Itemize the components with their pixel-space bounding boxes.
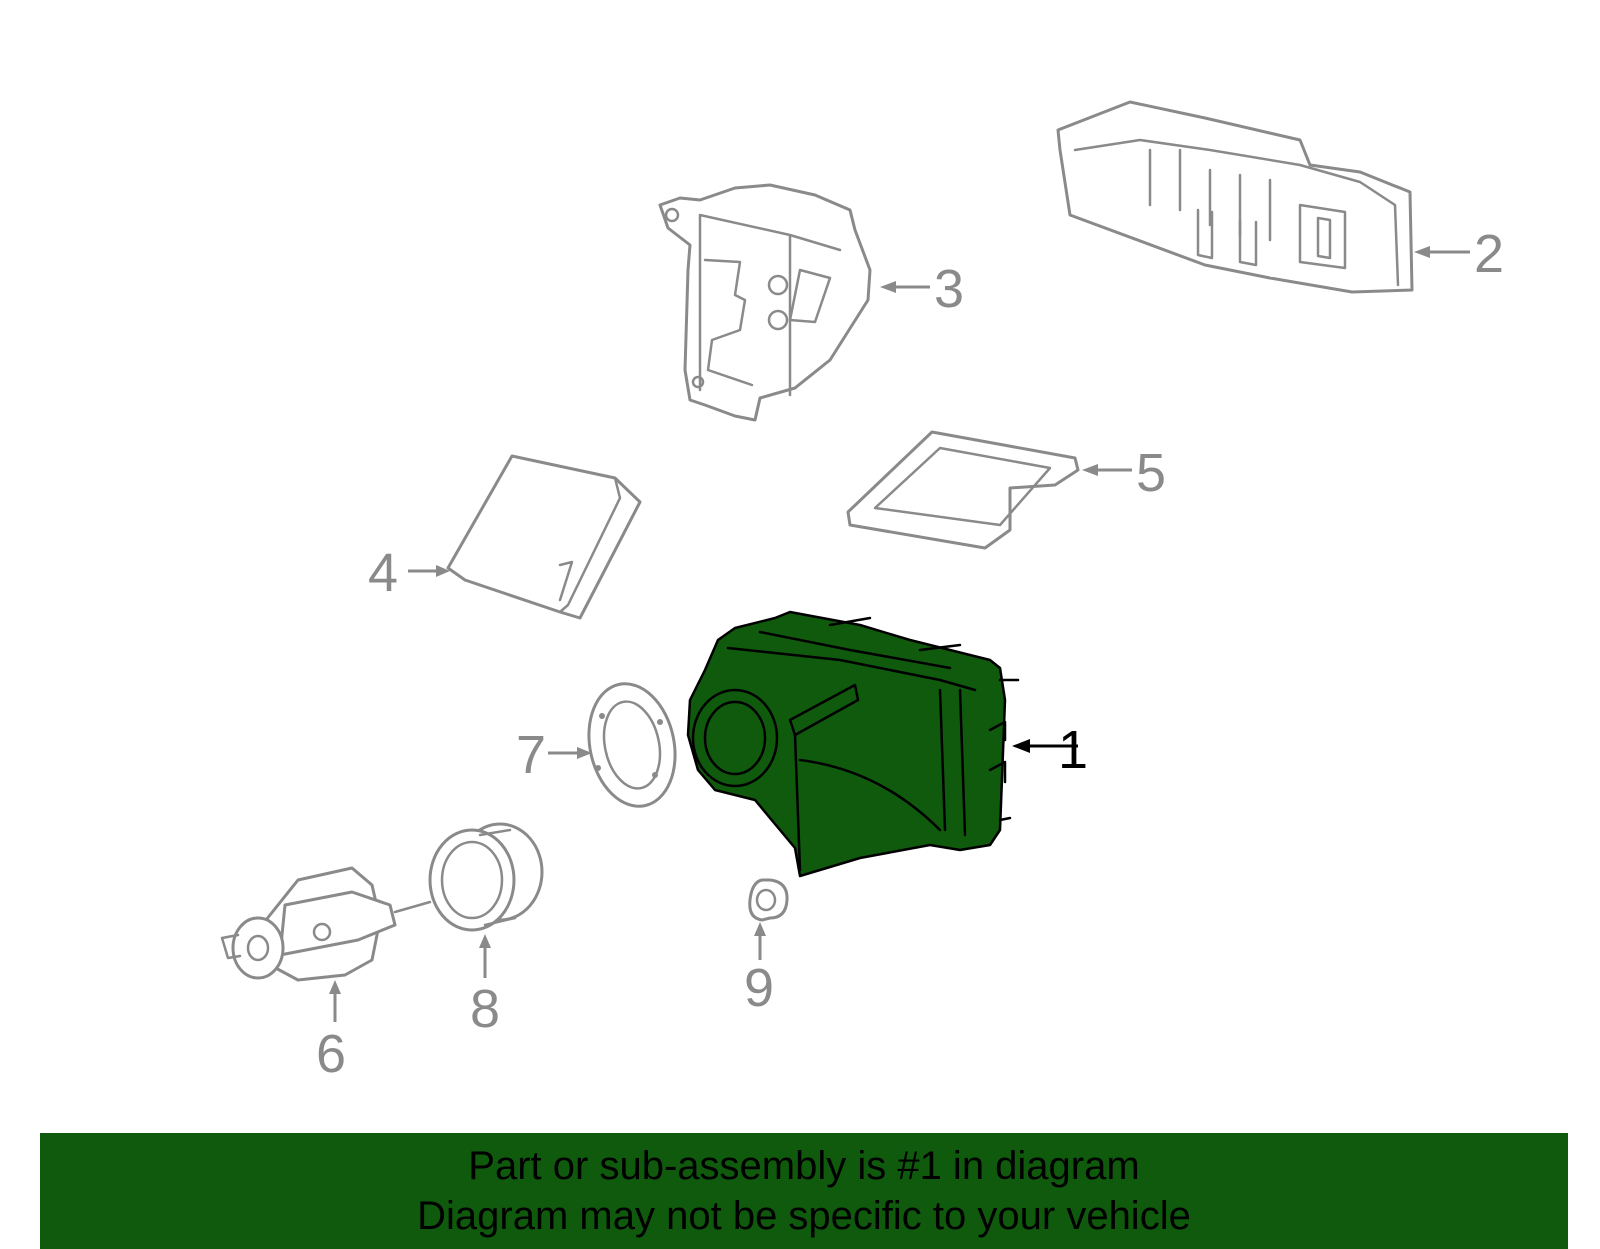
callout-1: 1 [1058, 720, 1088, 780]
part-6-blower-motor[interactable] [220, 866, 432, 982]
banner-line-1: Part or sub-assembly is #1 in diagram [468, 1144, 1140, 1188]
part-7-ring-seal[interactable] [578, 676, 686, 815]
callout-7: 7 [516, 725, 546, 785]
callout-4: 4 [368, 543, 398, 603]
callout-arrows [329, 246, 1470, 1022]
callout-6: 6 [316, 1024, 346, 1084]
callout-2: 2 [1474, 224, 1504, 284]
part-1-blower-housing[interactable] [686, 610, 1020, 878]
part-4-filter[interactable] [446, 454, 642, 620]
callout-5: 5 [1136, 443, 1166, 503]
info-banner: Part or sub-assembly is #1 in diagram Di… [40, 1133, 1568, 1249]
callout-8: 8 [470, 979, 500, 1039]
callout-3: 3 [934, 259, 964, 319]
callout-9: 9 [744, 958, 774, 1018]
parts-diagram: 1 2 3 4 5 6 7 8 9 [220, 100, 1504, 1084]
part-5-gasket[interactable] [846, 430, 1080, 550]
part-2-duct[interactable] [1056, 100, 1414, 294]
part-3-housing[interactable] [658, 183, 872, 422]
part-8-blower-wheel[interactable] [428, 822, 544, 932]
part-9-grommet[interactable] [748, 878, 789, 922]
banner-line-2: Diagram may not be specific to your vehi… [417, 1194, 1191, 1238]
